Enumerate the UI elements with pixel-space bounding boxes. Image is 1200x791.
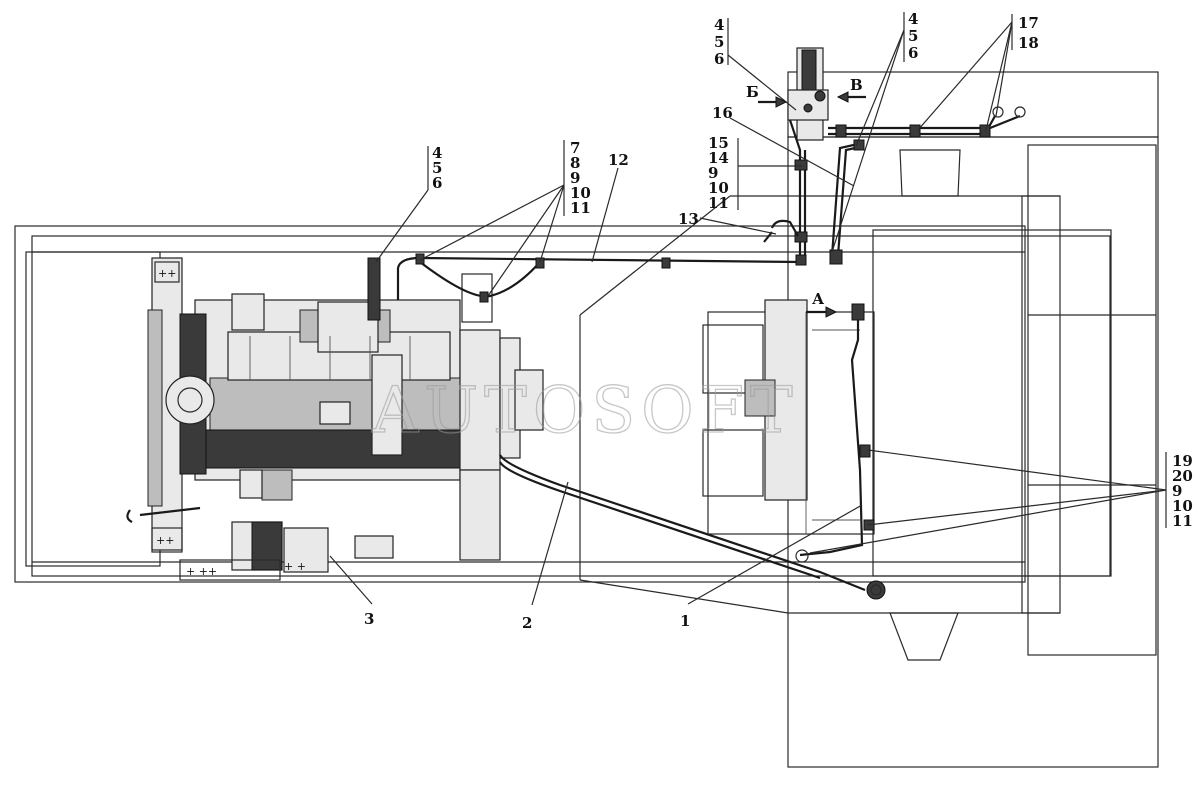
callout-item: 4 xyxy=(432,144,442,162)
callout-16: 16 xyxy=(712,104,733,122)
svg-text:++: ++ xyxy=(158,267,176,280)
callout-item: 15 xyxy=(708,134,729,152)
callout-item: 17 xyxy=(1018,14,1039,32)
callout-1: 1 xyxy=(680,612,690,630)
callout-item: 9 xyxy=(708,164,718,182)
callout-group-4-5-6-top-right: 4 5 6 xyxy=(908,10,918,62)
view-label-b: Б xyxy=(746,83,759,101)
callout-item: 11 xyxy=(570,199,591,217)
callout-item: 11 xyxy=(1172,512,1193,530)
callout-item: 20 xyxy=(1172,467,1193,485)
callout-item: 7 xyxy=(570,139,580,157)
callout-item: 6 xyxy=(908,44,918,62)
callout-item: 4 xyxy=(908,10,918,28)
callout-item: 10 xyxy=(1172,497,1193,515)
svg-text:+ +: + + xyxy=(284,560,306,573)
watermark: AUTOSOFT xyxy=(371,374,799,448)
view-label-v: В xyxy=(850,76,863,94)
leader-lines xyxy=(329,12,1167,606)
callout-12: 12 xyxy=(608,151,629,169)
callout-group-4-5-6-top-left: 4 5 6 xyxy=(714,16,724,68)
harness-runs xyxy=(126,119,886,600)
callout-item: 6 xyxy=(714,50,724,68)
callout-2: 2 xyxy=(522,614,532,632)
callout-item: 9 xyxy=(1172,482,1182,500)
callout-item: 5 xyxy=(714,33,724,51)
view-label-a: А xyxy=(812,290,825,308)
svg-text:+ ++: + ++ xyxy=(186,565,217,578)
chassis-frame xyxy=(14,71,1159,768)
callout-item: 18 xyxy=(1018,34,1039,52)
starter-block: + ++ + + xyxy=(179,521,394,581)
callout-item: 6 xyxy=(432,174,442,192)
callout-item: 14 xyxy=(708,149,729,167)
callout-13: 13 xyxy=(678,210,699,228)
callout-item: 5 xyxy=(908,27,918,45)
top-connector-assembly xyxy=(787,47,1026,141)
callout-item: 10 xyxy=(570,184,591,202)
callout-item: 10 xyxy=(708,179,729,197)
callout-group-19-11: 19 20 9 10 11 xyxy=(1172,452,1193,530)
callout-item: 19 xyxy=(1172,452,1193,470)
callout-item: 5 xyxy=(432,159,442,177)
callout-group-4-5-6-engine: 4 5 6 xyxy=(432,144,442,192)
cab-body xyxy=(702,229,1112,577)
callout-group-17-18: 17 18 xyxy=(1018,14,1039,52)
callout-group-7-11: 7 8 9 10 11 xyxy=(570,139,591,217)
view-arrows xyxy=(758,91,866,318)
callout-item: 9 xyxy=(570,169,580,187)
svg-text:++: ++ xyxy=(156,534,174,547)
callout-item: 4 xyxy=(714,16,724,34)
engine xyxy=(165,273,544,561)
callout-3: 3 xyxy=(364,610,374,628)
callout-item: 11 xyxy=(708,194,729,212)
callout-group-15-11: 15 14 9 10 11 xyxy=(708,134,729,212)
callout-item: 8 xyxy=(570,154,580,172)
